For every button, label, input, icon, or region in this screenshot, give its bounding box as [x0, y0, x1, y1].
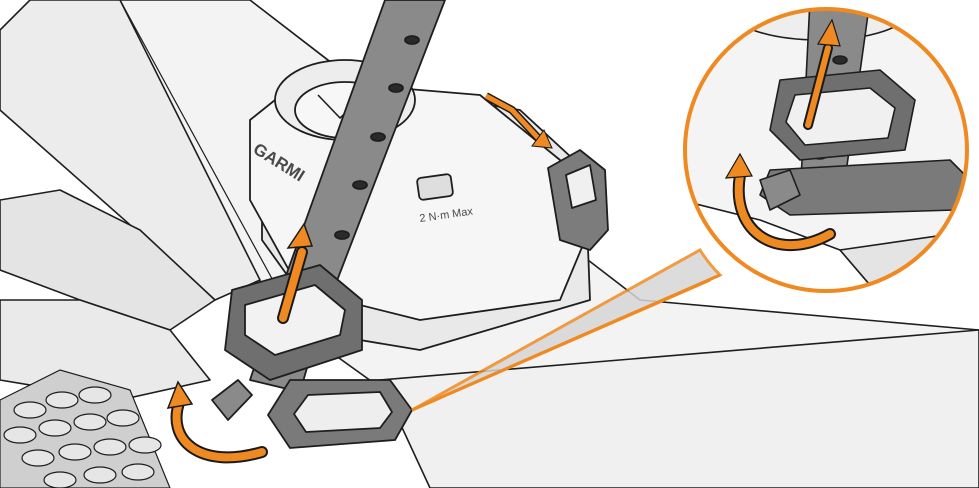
screw-access-slot [417, 174, 454, 201]
detail-callout [680, 0, 979, 320]
strap-tail [212, 380, 252, 420]
